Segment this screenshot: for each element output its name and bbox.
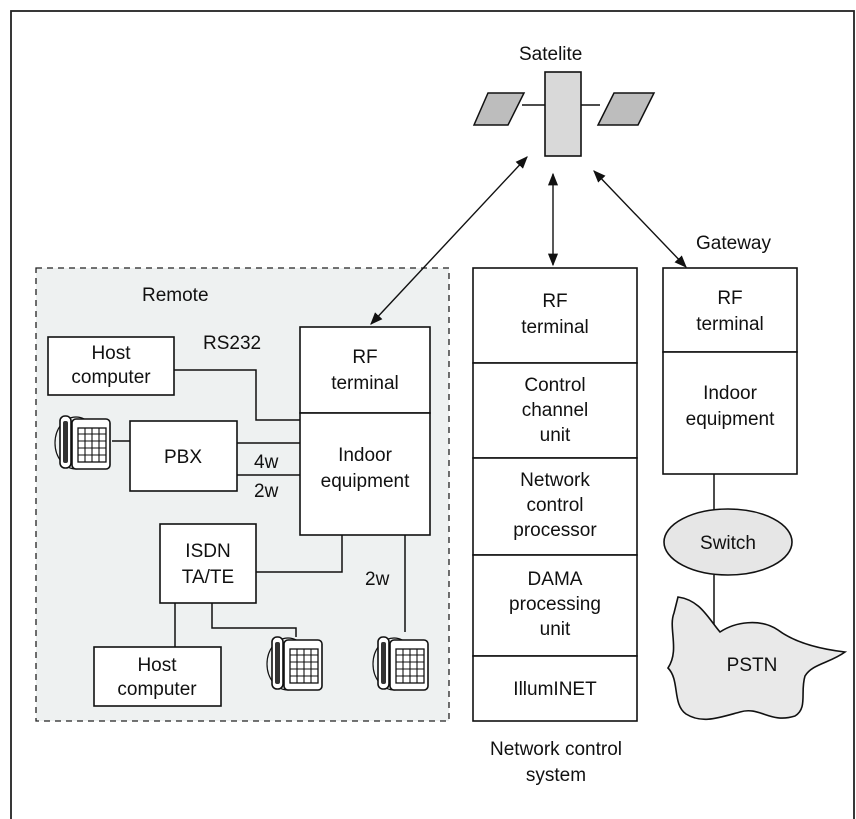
remote-rf-terminal xyxy=(299,326,431,414)
ncs-network-control-processor xyxy=(472,457,638,556)
pbx-box xyxy=(129,420,238,492)
isdn-line1: ISDN xyxy=(185,541,230,562)
host-computer-top-line2: computer xyxy=(71,367,151,388)
ncs-rf-line1: RF xyxy=(542,291,567,312)
gateway-indoor-equipment xyxy=(662,351,798,475)
isdn-phone-wire xyxy=(211,603,297,637)
ncs-illuminet-label: IllumINET xyxy=(513,679,597,700)
rs232-label: RS232 xyxy=(203,333,261,354)
telephone-icon xyxy=(372,636,429,691)
ncs-dama-line3: unit xyxy=(540,619,571,640)
gateway-satellite-link xyxy=(593,170,687,268)
wire-4w-label: 4w xyxy=(254,452,279,473)
switch-label: Switch xyxy=(700,533,756,554)
ncs-dama-line1: DAMA xyxy=(528,569,583,590)
gateway-indoor-line2: equipment xyxy=(686,409,775,430)
switch-node xyxy=(663,508,793,576)
host-computer-bottom xyxy=(93,646,222,707)
pbx-label: PBX xyxy=(164,447,202,468)
ncs-control-channel-unit xyxy=(472,362,638,459)
remote-rf-terminal-line2: terminal xyxy=(331,373,399,394)
gateway-rf-line2: terminal xyxy=(696,314,764,335)
ncs-ncp-line2: control xyxy=(526,495,583,516)
remote-label: Remote xyxy=(142,285,209,306)
gateway-indoor-line1: Indoor xyxy=(703,383,758,404)
ncs-caption-line2: system xyxy=(526,765,586,786)
remote-rf-terminal-line1: RF xyxy=(352,347,377,368)
remote-indoor-equipment-line1: Indoor xyxy=(338,445,393,466)
ncs-ccu-line1: Control xyxy=(524,375,585,396)
isdn-line2: TA/TE xyxy=(182,567,234,588)
rs232-wire xyxy=(174,369,300,421)
ncs-caption-line1: Network control xyxy=(490,739,622,760)
isdn-indoor-wire xyxy=(256,535,343,573)
ncs-ccu-line3: unit xyxy=(540,425,571,446)
satellite-icon xyxy=(472,71,656,157)
host-computer-top-line1: Host xyxy=(91,343,131,364)
satellite-label: Satelite xyxy=(519,44,582,65)
remote-indoor-equipment-line2: equipment xyxy=(321,471,410,492)
network-control-system xyxy=(472,267,638,722)
wire-2w-label: 2w xyxy=(254,481,279,502)
telephone-icon xyxy=(266,636,323,691)
telephone-icon xyxy=(54,415,111,470)
host-computer-top xyxy=(47,336,175,396)
gateway-rf-line1: RF xyxy=(717,288,742,309)
pstn-label: PSTN xyxy=(727,655,778,676)
ncs-rf-line2: terminal xyxy=(521,317,589,338)
ncs-ncp-line3: processor xyxy=(513,520,597,541)
wire-2w-phone-label: 2w xyxy=(365,569,390,590)
remote-indoor-equipment xyxy=(299,412,431,536)
host-computer-bottom-line2: computer xyxy=(117,679,197,700)
gateway-rf-terminal xyxy=(662,267,798,353)
isdn-box xyxy=(159,523,257,604)
ncs-dama-line2: processing xyxy=(509,594,601,615)
ncs-ccu-line2: channel xyxy=(522,400,589,421)
ncs-dama-processing-unit xyxy=(472,554,638,657)
ncs-rf-terminal xyxy=(472,267,638,364)
ncs-ncp-line1: Network xyxy=(520,470,590,491)
ncs-illuminet xyxy=(472,655,638,722)
pstn-cloud xyxy=(666,596,848,721)
remote-satellite-link xyxy=(370,156,528,325)
gateway-label: Gateway xyxy=(696,233,771,254)
host-computer-bottom-line1: Host xyxy=(137,655,177,676)
